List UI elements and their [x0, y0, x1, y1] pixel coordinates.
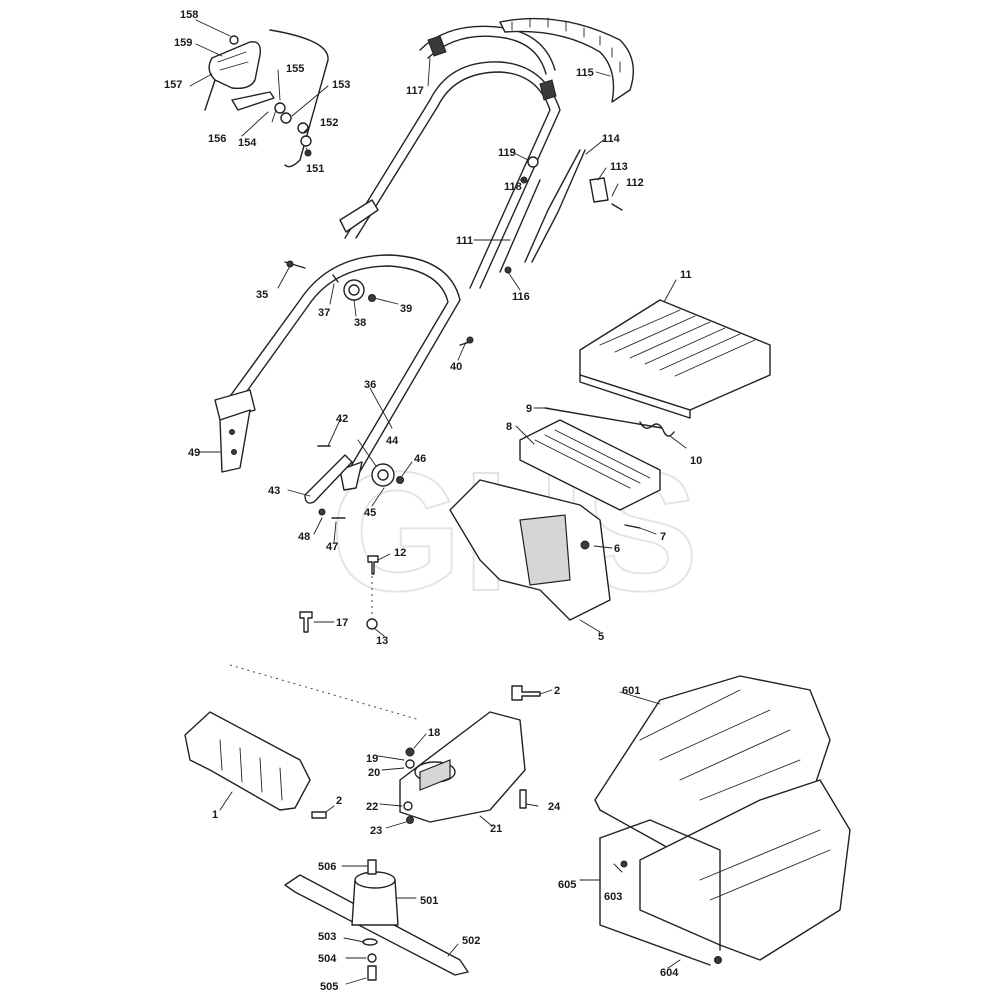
rear-flap — [519, 419, 661, 511]
callout-21: 21 — [490, 823, 502, 835]
callout-154: 154 — [238, 137, 257, 149]
callout-115: 115 — [576, 67, 594, 79]
grass-collection-bag — [594, 675, 851, 966]
callout-158: 158 — [180, 9, 198, 21]
callout-118: 118 — [504, 181, 522, 193]
callout-5: 5 — [598, 631, 604, 643]
callout-151: 151 — [306, 163, 324, 175]
callout-12: 12 — [394, 547, 406, 559]
callout-159: 159 — [174, 37, 192, 49]
callout-43: 43 — [268, 485, 280, 497]
callout-156: 156 — [208, 133, 226, 145]
callout-36: 36 — [364, 379, 376, 391]
control-cables — [499, 149, 623, 274]
callout-505: 505 — [320, 981, 338, 993]
callout-501: 501 — [420, 895, 438, 907]
callout-37: 37 — [318, 307, 330, 319]
upper-handle — [339, 17, 634, 289]
callout-44: 44 — [386, 435, 399, 447]
callout-8: 8 — [506, 421, 512, 433]
callout-47: 47 — [326, 541, 338, 553]
callout-152: 152 — [320, 117, 338, 129]
flap-rod-and-spring — [544, 407, 675, 437]
callout-10: 10 — [690, 455, 702, 467]
callout-42: 42 — [336, 413, 348, 425]
callout-111: 111 — [456, 235, 473, 247]
rear-flap-cover — [579, 299, 771, 419]
handle-knob-bottom — [371, 336, 474, 487]
bolt-2-upper — [511, 685, 541, 701]
callout-1: 1 — [212, 809, 218, 821]
callout-155: 155 — [286, 63, 304, 75]
callout-6: 6 — [614, 543, 620, 555]
callout-22: 22 — [366, 801, 378, 813]
callout-117: 117 — [406, 85, 424, 97]
callout-39: 39 — [400, 303, 412, 315]
callout-35: 35 — [256, 289, 268, 301]
callout-20: 20 — [368, 767, 380, 779]
callout-18: 18 — [428, 727, 440, 739]
callout-2-lower: 2 — [336, 795, 342, 807]
callout-116: 116 — [512, 291, 530, 303]
rear-deck-housing — [449, 479, 641, 621]
callout-23: 23 — [370, 825, 382, 837]
callout-2-upper: 2 — [554, 685, 560, 697]
handle-bracket-43 — [304, 445, 353, 519]
callout-502: 502 — [462, 935, 480, 947]
callout-46: 46 — [414, 453, 426, 465]
callout-7: 7 — [660, 531, 666, 543]
bolts-left — [229, 555, 421, 721]
callout-45: 45 — [364, 507, 376, 519]
callout-153: 153 — [332, 79, 350, 91]
callout-604: 604 — [660, 967, 679, 979]
callout-38: 38 — [354, 317, 366, 329]
blade-assembly — [284, 859, 469, 981]
callout-labels: 158 159 157 155 153 156 154 152 151 117 … — [164, 9, 702, 993]
callout-11: 11 — [680, 269, 692, 281]
rear-guard-flap — [184, 711, 327, 819]
callout-13: 13 — [376, 635, 388, 647]
callout-24: 24 — [548, 801, 561, 813]
callout-601: 601 — [622, 685, 640, 697]
callout-506: 506 — [318, 861, 336, 873]
callout-605: 605 — [558, 879, 576, 891]
callout-157: 157 — [164, 79, 182, 91]
callout-119: 119 — [498, 147, 516, 159]
callout-19: 19 — [366, 753, 378, 765]
leader-lines — [189, 19, 687, 985]
callout-9: 9 — [526, 403, 532, 415]
blade-housing — [399, 711, 527, 824]
callout-504: 504 — [318, 953, 337, 965]
callout-40: 40 — [450, 361, 462, 373]
callout-113: 113 — [610, 161, 628, 173]
callout-114: 114 — [602, 133, 621, 145]
callout-603: 603 — [604, 891, 622, 903]
callout-17: 17 — [336, 617, 348, 629]
callout-48: 48 — [298, 531, 310, 543]
callout-112: 112 — [626, 177, 644, 189]
callout-503: 503 — [318, 931, 336, 943]
callout-49: 49 — [188, 447, 200, 459]
throttle-lever-assembly — [204, 29, 329, 168]
handle-knob-top — [284, 260, 376, 302]
lower-handle — [214, 254, 461, 491]
